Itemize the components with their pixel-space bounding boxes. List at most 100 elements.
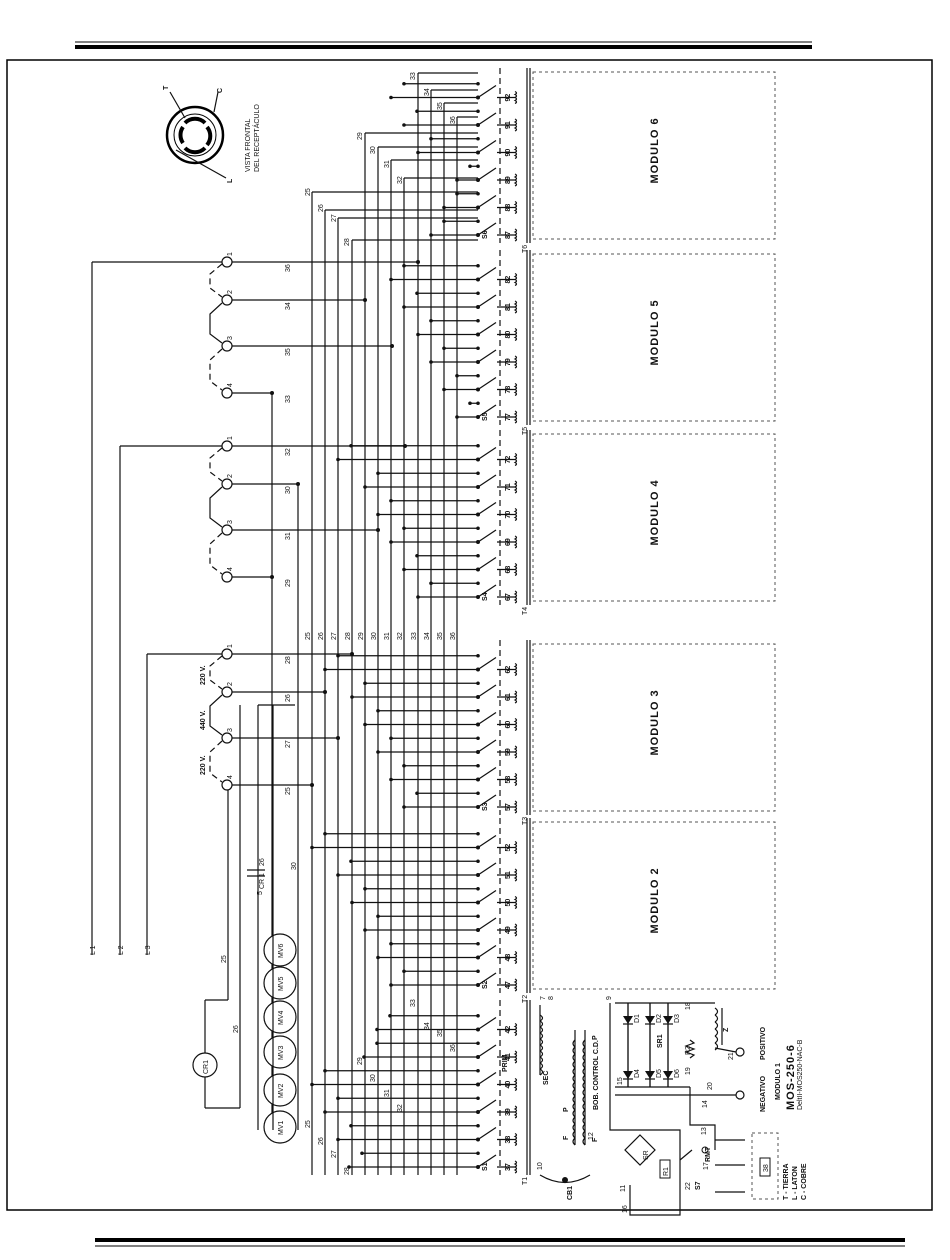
diode-label: D4 bbox=[634, 1069, 641, 1078]
terminal-stud bbox=[221, 440, 233, 452]
motor-label: MV6 bbox=[278, 944, 285, 959]
transformer-label: T3 bbox=[522, 817, 529, 825]
bus-number: 26 bbox=[318, 1137, 325, 1145]
bus-number: 26 bbox=[318, 632, 325, 640]
tap-number: 87 bbox=[505, 231, 512, 239]
terminal-number: 3 bbox=[227, 728, 234, 732]
wire-5-label: 5 bbox=[257, 891, 264, 895]
bus-number: 33 bbox=[411, 632, 418, 640]
prim-label: PRIM bbox=[502, 1054, 509, 1072]
wire-number: 13 bbox=[701, 1127, 708, 1135]
fan-motor bbox=[263, 1110, 297, 1144]
receptacle-pin-c: C bbox=[217, 88, 224, 93]
tap-number: 41 bbox=[505, 1053, 512, 1061]
terminal-number: 4 bbox=[227, 567, 234, 571]
bus-top-number: 25 bbox=[305, 188, 312, 196]
terminal-wire-number: 33 bbox=[285, 395, 292, 403]
bus-number: 35 bbox=[437, 1029, 444, 1037]
terminal-number: 3 bbox=[227, 336, 234, 340]
terminal-stud bbox=[221, 571, 233, 583]
tap-number: 58 bbox=[505, 776, 512, 784]
bus-number: 25 bbox=[305, 632, 312, 640]
tap-number: 59 bbox=[505, 748, 512, 756]
tap-number: 79 bbox=[505, 358, 512, 366]
switch-label: S1 bbox=[482, 1162, 489, 1171]
tap-number: 72 bbox=[505, 456, 512, 464]
tap-number: 60 bbox=[505, 721, 512, 729]
wire-number: 8 bbox=[548, 996, 555, 1000]
control-coil-label: BOB. CONTROL C.D. bbox=[593, 1040, 600, 1110]
motor-label: MV4 bbox=[278, 1011, 285, 1026]
tap-number: 47 bbox=[505, 981, 512, 989]
terminal-number: 1 bbox=[227, 436, 234, 440]
bus-top-number: 28 bbox=[344, 238, 351, 246]
bus-number: 27 bbox=[331, 1150, 338, 1158]
wire-number: 14 bbox=[702, 1100, 709, 1108]
choke-label: Z bbox=[723, 1027, 730, 1032]
tap-number: 89 bbox=[505, 176, 512, 184]
bus-number: 35 bbox=[437, 632, 444, 640]
wire-number: 7 bbox=[540, 996, 547, 1000]
diode-label: D6 bbox=[674, 1069, 681, 1078]
tap-number: 67 bbox=[505, 593, 512, 601]
wire-number: 21 bbox=[728, 1052, 735, 1060]
relay-cr1-label: CR1 bbox=[203, 1060, 210, 1074]
terminal-stud bbox=[221, 387, 233, 399]
tap-number: 37 bbox=[505, 1163, 512, 1171]
positive-label: POSITIVO bbox=[760, 1026, 767, 1060]
r1-label: R1 bbox=[663, 1167, 670, 1176]
tap-number: 51 bbox=[505, 871, 512, 879]
line-l3-label: L 3 bbox=[145, 945, 152, 955]
tap-number: 78 bbox=[505, 386, 512, 394]
tap-number: 40 bbox=[505, 1081, 512, 1089]
negative-terminal bbox=[735, 1090, 745, 1100]
motor-label: MV3 bbox=[278, 1046, 285, 1061]
tap-number: 69 bbox=[505, 538, 512, 546]
transformer-label: T1 bbox=[522, 1177, 529, 1185]
receptacle-pin-l: L bbox=[227, 178, 234, 183]
motor-label: MV1 bbox=[278, 1121, 285, 1136]
wire-number: 19 bbox=[685, 1067, 692, 1075]
terminal-number: 1 bbox=[227, 644, 234, 648]
transformer-label: T4 bbox=[522, 607, 529, 615]
bus-number: 32 bbox=[397, 632, 404, 640]
wire-number: 10 bbox=[537, 1162, 544, 1170]
tap-number: 80 bbox=[505, 331, 512, 339]
module-label: MODULO 3 bbox=[649, 689, 661, 755]
terminal-stud bbox=[221, 524, 233, 536]
terminal-number: 2 bbox=[227, 682, 234, 686]
tap-number: 90 bbox=[505, 149, 512, 157]
terminal-wire-number: 26 bbox=[285, 694, 292, 702]
s7-label: S7 bbox=[695, 1181, 702, 1190]
terminal-number: 4 bbox=[227, 775, 234, 779]
bus-top-number: 31 bbox=[384, 160, 391, 168]
terminal-wire-number: 35 bbox=[285, 348, 292, 356]
svg-text:38: 38 bbox=[763, 1164, 770, 1172]
line-l2-label: L 2 bbox=[118, 945, 125, 955]
r2-label: R2 bbox=[685, 1046, 692, 1055]
tap-number: 77 bbox=[505, 413, 512, 421]
wire-number: 17 bbox=[703, 1162, 710, 1170]
voltage-label-2: 440 V. bbox=[200, 710, 207, 730]
bus-number: 33 bbox=[410, 999, 417, 1007]
module-label: MODULO 4 bbox=[649, 479, 661, 545]
wire-number: 16 bbox=[622, 1205, 629, 1213]
transformer-label: T5 bbox=[522, 427, 529, 435]
fan-motor bbox=[263, 933, 297, 967]
line-l1-label: L 1 bbox=[90, 945, 97, 955]
wire-number: 9 bbox=[606, 996, 613, 1000]
tap-number: 42 bbox=[505, 1026, 512, 1034]
diode-label: D3 bbox=[674, 1014, 681, 1023]
voltage-label-1: 220 V. bbox=[200, 665, 207, 685]
terminal-wire-number: 25 bbox=[285, 787, 292, 795]
bus-number: 30 bbox=[291, 862, 298, 870]
transformer-label: T2 bbox=[522, 995, 529, 1003]
terminal-wire-number: 31 bbox=[285, 532, 292, 540]
motor-label: MV5 bbox=[278, 977, 285, 992]
terminal-stud bbox=[221, 648, 233, 660]
switch-label: S2 bbox=[482, 980, 489, 989]
